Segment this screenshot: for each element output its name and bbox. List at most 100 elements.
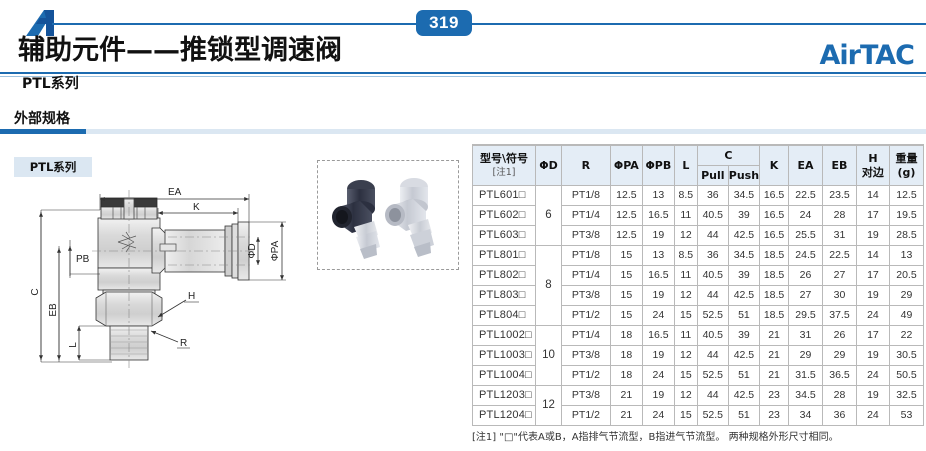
- cell-k: 18.5: [759, 285, 790, 306]
- cell-ea: 31.5: [788, 365, 823, 386]
- cell-phi-pa: 21: [609, 405, 643, 426]
- cell-l: 15: [673, 305, 698, 326]
- cell-ea: 34: [788, 405, 823, 426]
- cell-l: 11: [673, 205, 698, 226]
- cell-h: 24: [855, 405, 890, 426]
- cell-weight: 32.5: [888, 385, 925, 406]
- cell-ea: 34.5: [788, 385, 823, 406]
- cell-weight: 50.5: [888, 365, 925, 386]
- dim-label-c: C: [30, 288, 41, 295]
- cell-c-pull: 44: [696, 345, 729, 366]
- cell-l: 15: [673, 365, 698, 386]
- cell-phi-d: 10: [534, 325, 562, 386]
- cell-l: 12: [673, 285, 698, 306]
- cell-model: PTL1003□: [472, 345, 536, 366]
- page-subtitle: PTL系列: [22, 76, 79, 92]
- dim-label-eb: EB: [48, 303, 59, 317]
- cell-r: PT1/4: [560, 265, 611, 286]
- cell-eb: 37.5: [821, 305, 857, 326]
- cell-l: 11: [673, 325, 698, 346]
- cell-phi-pb: 24: [641, 305, 675, 326]
- cell-phi-pb: 13: [641, 245, 675, 266]
- cell-model: PTL803□: [472, 285, 536, 306]
- cell-ea: 27: [788, 285, 823, 306]
- cell-ea: 31: [788, 325, 823, 346]
- cell-eb: 22.5: [821, 245, 857, 266]
- cell-c-push: 51: [727, 305, 761, 326]
- cell-r: PT1/4: [560, 205, 611, 226]
- th-h-sub: 对边: [861, 165, 884, 179]
- cell-r: PT1/2: [560, 405, 611, 426]
- cell-weight: 29: [888, 285, 925, 306]
- cell-l: 8.5: [673, 185, 698, 206]
- cell-phi-pa: 18: [609, 345, 643, 366]
- section-title: 外部规格: [14, 111, 70, 127]
- th-phi-pa: ΦPA: [609, 145, 643, 186]
- cell-weight: 28.5: [888, 225, 925, 246]
- cell-c-pull: 44: [696, 285, 729, 306]
- cell-phi-pb: 19: [641, 385, 675, 406]
- cell-k: 18.5: [759, 305, 790, 326]
- th-phi-d: ΦD: [534, 145, 562, 186]
- cell-weight: 53: [888, 405, 925, 426]
- cell-model: PTL802□: [472, 265, 536, 286]
- cell-phi-d: 12: [534, 385, 562, 426]
- series-tag: PTL系列: [14, 157, 92, 177]
- cell-phi-pb: 19: [641, 345, 675, 366]
- cell-c-pull: 36: [696, 185, 729, 206]
- cell-weight: 20.5: [888, 265, 925, 286]
- cell-ea: 26: [788, 265, 823, 286]
- cell-ea: 29: [788, 345, 823, 366]
- cell-model: PTL1204□: [472, 405, 536, 426]
- table-top-rule: [472, 144, 924, 145]
- airtac-a-logo-icon: [24, 8, 66, 38]
- th-weight-label: 重量: [895, 151, 918, 165]
- cell-k: 18.5: [759, 245, 790, 266]
- cell-h: 14: [855, 245, 890, 266]
- cell-model: PTL1002□: [472, 325, 536, 346]
- cell-r: PT1/2: [560, 305, 611, 326]
- cell-phi-pb: 16.5: [641, 325, 675, 346]
- cell-h: 24: [855, 305, 890, 326]
- cell-l: 12: [673, 345, 698, 366]
- cell-k: 21: [759, 325, 790, 346]
- cell-phi-pa: 15: [609, 305, 643, 326]
- th-model-label: 型号\符号: [479, 151, 528, 165]
- cell-weight: 30.5: [888, 345, 925, 366]
- cell-phi-pa: 15: [609, 245, 643, 266]
- th-c-push: Push: [727, 165, 761, 186]
- cell-eb: 29: [821, 345, 857, 366]
- cell-model: PTL804□: [472, 305, 536, 326]
- cell-k: 16.5: [759, 205, 790, 226]
- th-r: R: [560, 145, 611, 186]
- cell-c-push: 51: [727, 365, 761, 386]
- section-divider-accent: [0, 129, 86, 134]
- dim-label-l: L: [68, 342, 79, 348]
- th-ea: EA: [788, 145, 823, 186]
- header-rule-bottom-light: [0, 76, 926, 77]
- cell-eb: 26: [821, 325, 857, 346]
- cell-c-pull: 52.5: [696, 305, 729, 326]
- cell-phi-pb: 24: [641, 405, 675, 426]
- cell-r: PT1/8: [560, 245, 611, 266]
- cell-phi-pa: 18: [609, 365, 643, 386]
- cell-eb: 23.5: [821, 185, 857, 206]
- th-l: L: [673, 145, 698, 186]
- cell-c-pull: 40.5: [696, 205, 729, 226]
- cell-c-pull: 40.5: [696, 325, 729, 346]
- cell-c-push: 42.5: [727, 345, 761, 366]
- cell-ea: 24: [788, 205, 823, 226]
- cell-c-pull: 40.5: [696, 265, 729, 286]
- cell-k: 21: [759, 365, 790, 386]
- cell-r: PT1/2: [560, 365, 611, 386]
- cell-phi-pb: 16.5: [641, 265, 675, 286]
- cell-r: PT3/8: [560, 385, 611, 406]
- cell-eb: 28: [821, 385, 857, 406]
